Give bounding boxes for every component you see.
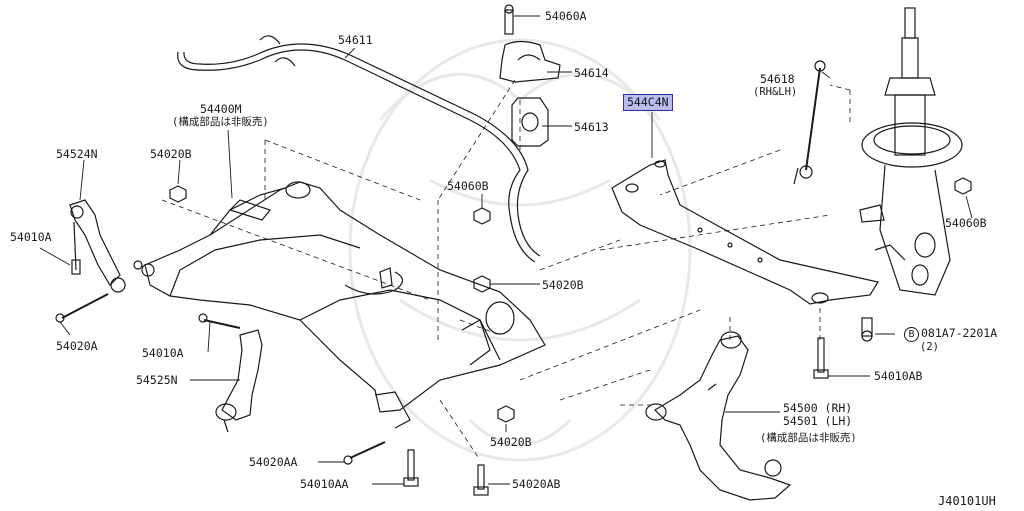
label-081A7-code: 081A7-2201A <box>921 326 998 340</box>
link-54525N <box>198 313 263 433</box>
watermark-emblem <box>348 38 692 462</box>
label-54501-lh[interactable]: 54501 (LH) <box>783 414 853 428</box>
label-54010AB[interactable]: 54010AB <box>874 369 923 383</box>
bolt-081A7 <box>861 317 873 342</box>
label-54611[interactable]: 54611 <box>338 33 373 47</box>
label-54060B-right[interactable]: 54060B <box>945 216 987 230</box>
label-54010A-left[interactable]: 54010A <box>10 230 52 244</box>
label-54020A[interactable]: 54020A <box>56 339 98 353</box>
label-54020B-left[interactable]: 54020B <box>150 147 192 161</box>
link-54524N <box>69 199 126 293</box>
label-54020B-bot[interactable]: 54020B <box>490 435 532 449</box>
nut-54020B-left <box>169 185 187 203</box>
bolt-54020AB <box>473 464 489 496</box>
lower-arm-54500 <box>645 331 792 501</box>
label-54613[interactable]: 54613 <box>574 120 609 134</box>
label-54500-rh[interactable]: 54500 (RH) <box>783 401 853 415</box>
label-54020AB[interactable]: 54020AB <box>512 477 561 491</box>
nut-54060B-right <box>954 177 972 195</box>
label-54020AA[interactable]: 54020AA <box>249 455 298 469</box>
bracket-544C4N <box>611 159 879 305</box>
stabilizer-link-54618 <box>793 60 826 185</box>
label-544C4N-highlighted[interactable]: 544C4N <box>623 94 673 111</box>
bolt-54020AA <box>343 441 386 465</box>
front-suspension-member <box>133 181 546 429</box>
bolt-54010AA <box>403 449 419 487</box>
label-54618[interactable]: 54618 <box>760 72 795 86</box>
label-54010AA[interactable]: 54010AA <box>300 477 349 491</box>
label-54060A-top[interactable]: 54060A <box>545 9 587 23</box>
stabilizer-bar <box>177 49 536 263</box>
leader-lines <box>39 15 973 485</box>
nut-54060B-mid <box>473 207 491 225</box>
label-54614[interactable]: 54614 <box>574 66 609 80</box>
stabilizer-clamp-54614 <box>499 4 561 83</box>
dashed-guides <box>161 79 851 461</box>
label-54010A-mid[interactable]: 54010A <box>142 346 184 360</box>
label-081A7-qty: (2) <box>920 341 939 353</box>
label-54500-note: (構成部品は非販売) <box>760 432 857 444</box>
diagram-code: J40101UH <box>938 494 996 508</box>
label-54400M[interactable]: 54400M <box>200 102 242 116</box>
label-54524N[interactable]: 54524N <box>56 147 98 161</box>
strut-assembly <box>859 7 963 296</box>
nut-54020B-mid <box>473 275 491 293</box>
label-54020B-mid[interactable]: 54020B <box>542 278 584 292</box>
label-54400M-note: (構成部品は非販売) <box>172 116 269 128</box>
stabilizer-bushing-54613 <box>511 97 549 147</box>
bolt-54010AB <box>813 337 829 379</box>
label-54618-note: (RH&LH) <box>753 86 798 98</box>
label-54060B-mid[interactable]: 54060B <box>447 179 489 193</box>
circle-b-icon: B <box>904 327 919 342</box>
nut-54020B-bot <box>497 405 515 423</box>
label-54525N[interactable]: 54525N <box>136 373 178 387</box>
